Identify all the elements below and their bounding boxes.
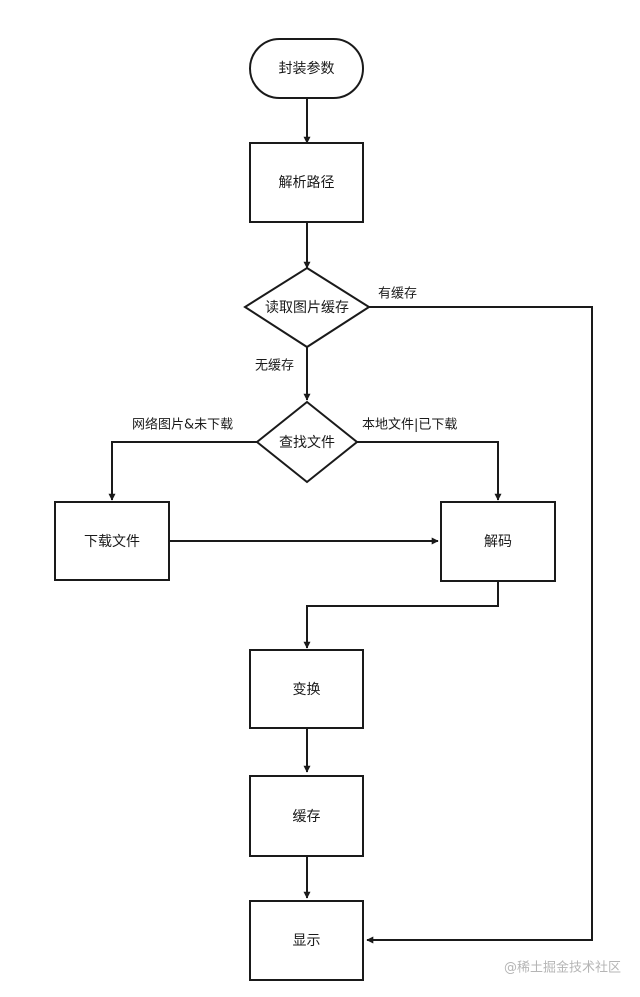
edge-label-local-or-downloaded: 本地文件|已下载	[362, 418, 457, 433]
node-start-label: 封装参数	[279, 60, 335, 77]
node-transform-label: 变换	[293, 681, 321, 698]
node-download-label: 下载文件	[84, 534, 140, 550]
node-cache-label: 缓存	[293, 809, 321, 825]
node-cache: 缓存	[249, 775, 364, 857]
node-read-cache-label: 读取图片缓存	[265, 299, 349, 316]
node-find-file-label: 查找文件	[279, 435, 335, 451]
edge-decode-to-transform	[303, 581, 499, 649]
edge-label-network-not-downloaded: 网络图片&未下载	[132, 417, 233, 433]
node-download: 下载文件	[54, 501, 170, 581]
edge-read-cache-to-display	[366, 306, 593, 944]
node-parse-path-label: 解析路径	[279, 175, 335, 191]
node-read-cache: 读取图片缓存	[243, 266, 371, 349]
edge-find-file-to-download	[108, 441, 257, 501]
node-decode-label: 解码	[484, 534, 512, 550]
node-parse-path: 解析路径	[249, 142, 364, 223]
watermark: @稀土掘金技术社区	[504, 960, 621, 976]
node-decode: 解码	[440, 501, 556, 582]
edge-find-file-to-decode	[357, 441, 502, 501]
edge-label-no-cache: 无缓存	[255, 359, 294, 374]
node-display-label: 显示	[293, 933, 321, 949]
node-display: 显示	[249, 900, 364, 981]
node-find-file: 查找文件	[255, 400, 359, 484]
node-transform: 变换	[249, 649, 364, 729]
node-start: 封装参数	[249, 38, 364, 99]
edge-label-has-cache: 有缓存	[378, 287, 417, 302]
